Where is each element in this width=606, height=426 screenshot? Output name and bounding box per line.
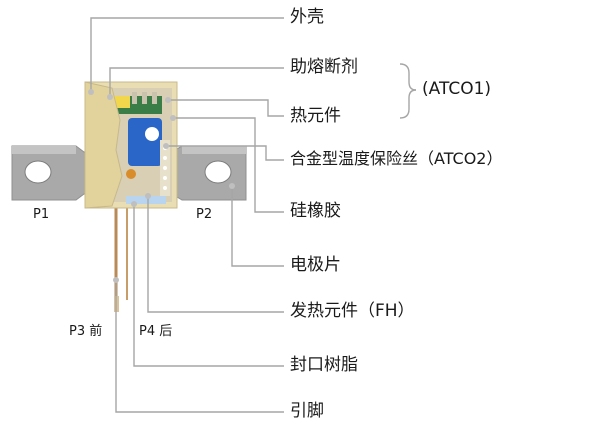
- leader-lines: [90, 17, 417, 413]
- label-sealing-resin: 封口树脂: [290, 355, 358, 375]
- label-electrode: 电极片: [290, 255, 341, 275]
- leader-heating-element: [147, 196, 284, 313]
- flux-block: [114, 96, 130, 108]
- label-flux: 助熔断剂: [290, 57, 358, 77]
- label-shell: 外壳: [290, 7, 324, 27]
- label-pin-p1: P1: [33, 207, 50, 222]
- electrode-hole-right: [204, 160, 232, 184]
- leader-flux: [109, 67, 284, 96]
- label-pin-p4: P4 后: [139, 324, 173, 339]
- leader-thermal-element: [168, 99, 284, 117]
- brace-left-bottom: [399, 89, 417, 119]
- label-lead-pin: 引脚: [290, 401, 324, 421]
- electrode-hole-left: [24, 160, 52, 184]
- leader-electrode: [231, 186, 284, 267]
- leader-dots: [88, 89, 235, 283]
- label-pin-p3: P3 前: [69, 324, 103, 339]
- label-pin-p2: P2: [196, 207, 213, 222]
- heating-element-block: [128, 118, 162, 166]
- brace-left-top: [399, 63, 417, 91]
- label-atco1: (ATCO1): [422, 79, 492, 99]
- label-thermal-element: 热元件: [290, 106, 341, 126]
- label-heating-element: 发热元件（FH）: [290, 301, 415, 321]
- label-silicone: 硅橡胶: [290, 201, 341, 221]
- leader-shell: [90, 17, 284, 92]
- leader-sealing-resin: [133, 204, 284, 367]
- leader-alloy-fuse: [166, 145, 284, 161]
- housing-body: [84, 81, 178, 209]
- label-alloy-fuse: 合金型温度保险丝（ATCO2）: [290, 149, 503, 168]
- leader-lead-pin: [115, 280, 284, 413]
- leader-silicone: [173, 117, 284, 213]
